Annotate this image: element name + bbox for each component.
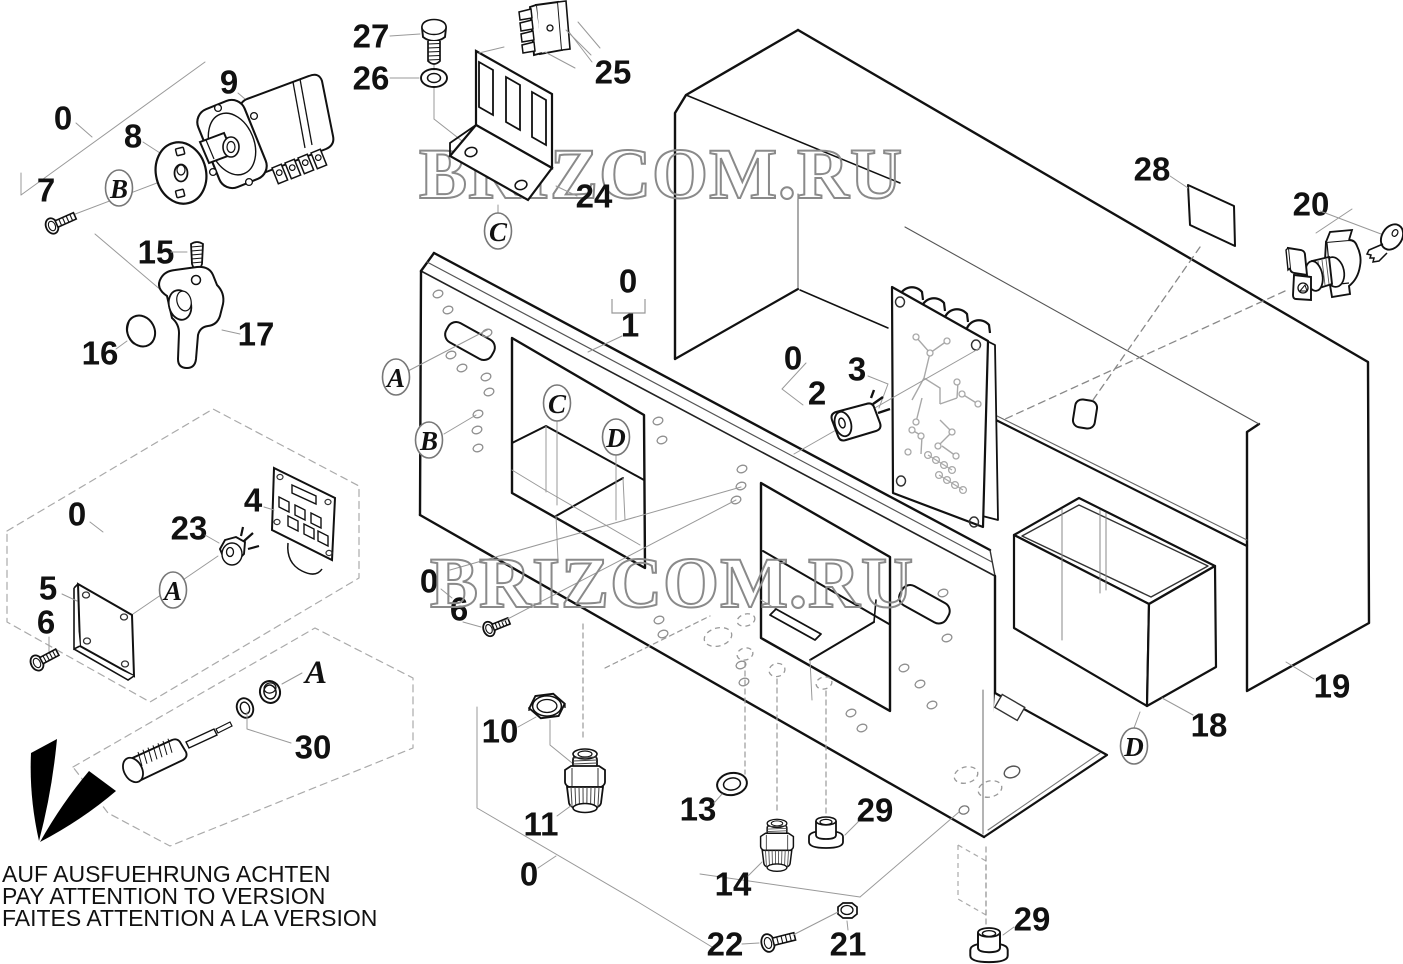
svg-text:13: 13 xyxy=(680,791,717,828)
svg-text:C: C xyxy=(489,217,508,247)
svg-text:A: A xyxy=(303,655,327,691)
svg-text:A: A xyxy=(162,576,182,606)
svg-text:BRIZCOM.RU: BRIZCOM.RU xyxy=(430,543,914,623)
svg-text:16: 16 xyxy=(82,335,119,372)
svg-text:20: 20 xyxy=(1293,186,1330,223)
svg-text:10: 10 xyxy=(482,713,519,750)
svg-text:B: B xyxy=(109,174,128,204)
svg-text:27: 27 xyxy=(353,18,390,55)
svg-text:6: 6 xyxy=(37,604,55,641)
svg-text:23: 23 xyxy=(171,510,208,547)
svg-text:PAY ATTENTION TO VERSION: PAY ATTENTION TO VERSION xyxy=(2,883,325,909)
svg-text:0: 0 xyxy=(54,100,72,137)
svg-text:0: 0 xyxy=(420,563,438,600)
svg-text:4: 4 xyxy=(244,482,263,519)
svg-text:C: C xyxy=(548,389,567,419)
svg-text:8: 8 xyxy=(124,118,142,155)
svg-text:14: 14 xyxy=(715,866,752,903)
svg-text:29: 29 xyxy=(1014,901,1051,938)
svg-text:B: B xyxy=(419,426,438,456)
svg-text:18: 18 xyxy=(1191,707,1228,744)
svg-text:29: 29 xyxy=(857,792,894,829)
svg-text:3: 3 xyxy=(848,351,866,388)
svg-text:5: 5 xyxy=(39,570,57,607)
svg-text:1: 1 xyxy=(621,307,639,344)
svg-text:0: 0 xyxy=(619,263,637,300)
svg-text:7: 7 xyxy=(37,172,55,209)
svg-text:22: 22 xyxy=(707,926,744,963)
svg-text:21: 21 xyxy=(830,926,867,963)
svg-text:9: 9 xyxy=(220,64,238,101)
svg-text:15: 15 xyxy=(138,234,175,271)
svg-text:A: A xyxy=(385,363,405,393)
svg-text:26: 26 xyxy=(353,60,390,97)
svg-text:AUF AUSFUEHRUNG ACHTEN: AUF AUSFUEHRUNG ACHTEN xyxy=(2,861,330,887)
svg-text:0: 0 xyxy=(68,496,86,533)
svg-text:11: 11 xyxy=(524,806,559,843)
svg-text:FAITES ATTENTION A LA VERSION: FAITES ATTENTION A LA VERSION xyxy=(2,905,377,931)
svg-text:28: 28 xyxy=(1134,151,1171,188)
svg-text:0: 0 xyxy=(520,856,538,893)
svg-text:25: 25 xyxy=(595,54,632,91)
svg-text:2: 2 xyxy=(808,375,826,412)
svg-text:17: 17 xyxy=(238,316,275,353)
svg-text:D: D xyxy=(605,423,626,453)
svg-text:30: 30 xyxy=(295,729,332,766)
svg-text:19: 19 xyxy=(1314,668,1351,705)
svg-text:D: D xyxy=(1123,732,1144,762)
svg-text:24: 24 xyxy=(576,178,613,215)
svg-text:6: 6 xyxy=(450,591,468,628)
svg-text:0: 0 xyxy=(784,340,802,377)
